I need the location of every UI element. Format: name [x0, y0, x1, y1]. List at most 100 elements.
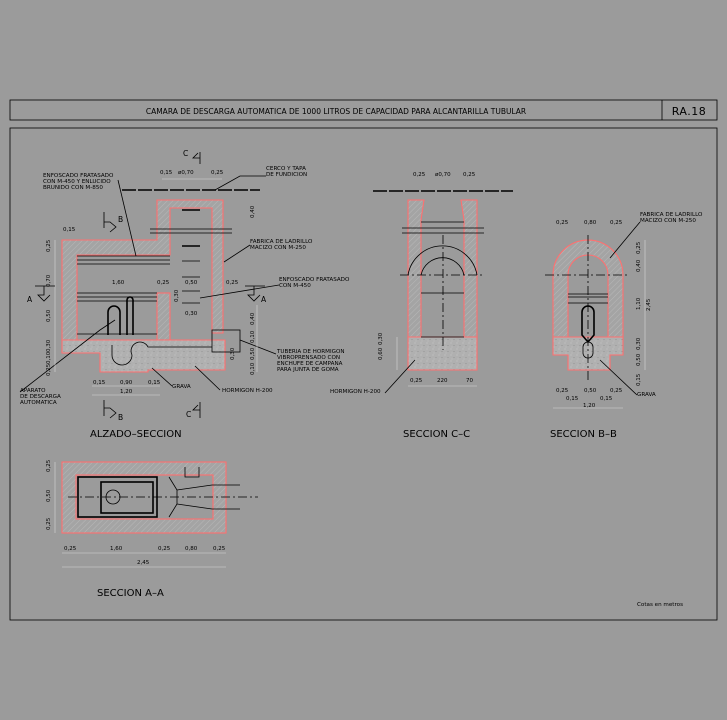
svg-text:0,15: 0,15	[93, 380, 106, 386]
svg-text:0,90: 0,90	[120, 380, 133, 386]
svg-text:70: 70	[466, 378, 473, 384]
svg-text:0,15: 0,15	[600, 396, 613, 402]
svg-text:1,10: 1,10	[636, 297, 642, 310]
svg-text:APARATO: APARATO	[20, 388, 46, 394]
inner-wall	[156, 292, 171, 341]
svg-text:0,30: 0,30	[378, 332, 384, 345]
svg-text:0,25: 0,25	[413, 172, 426, 178]
section-marker-c-bottom: C	[186, 402, 201, 419]
title-frame	[9, 99, 718, 121]
svg-text:0,25: 0,25	[556, 388, 569, 394]
label-grava-bb: GRAVA	[637, 392, 656, 398]
svg-text:0,15: 0,15	[160, 170, 173, 176]
svg-text:0,50: 0,50	[636, 353, 642, 366]
view-title-alzado: ALZADO–SECCION	[90, 429, 182, 440]
brick-wall	[61, 199, 224, 341]
label-hormigon: HORMIGON H-200	[222, 388, 273, 394]
svg-text:0,15: 0,15	[148, 380, 161, 386]
svg-text:0,25: 0,25	[157, 280, 170, 286]
title-block: CAMARA DE DESCARGA AUTOMATICA DE 1000 LI…	[9, 99, 718, 121]
svg-text:DE FUNDICION: DE FUNDICION	[266, 172, 307, 178]
section-marker-a-left: A	[27, 285, 55, 304]
svg-text:C: C	[186, 410, 191, 419]
svg-text:220: 220	[437, 378, 448, 384]
svg-text:CON M-450 Y ENLUCIDO: CON M-450 Y ENLUCIDO	[43, 179, 111, 185]
svg-text:0,25: 0,25	[64, 546, 77, 552]
svg-text:MACIZO CON M-250: MACIZO CON M-250	[640, 218, 696, 224]
section-marker-b-bottom: B	[103, 400, 123, 422]
svg-text:TUBERIA DE HORMIGON: TUBERIA DE HORMIGON	[276, 349, 345, 355]
svg-text:2,45: 2,45	[646, 298, 652, 311]
svg-text:0,10: 0,10	[250, 362, 256, 375]
svg-text:B: B	[118, 413, 123, 422]
svg-text:DE DESCARGA: DE DESCARGA	[20, 394, 61, 400]
svg-text:0,25: 0,25	[158, 546, 171, 552]
svg-text:0,40: 0,40	[250, 312, 256, 325]
svg-text:0,80: 0,80	[185, 546, 198, 552]
drawing-title: CAMARA DE DESCARGA AUTOMATICA DE 1000 LI…	[146, 107, 526, 116]
view-title-cc: SECCION C–C	[403, 429, 470, 440]
outlet-pipe	[111, 341, 212, 366]
svg-text:0,15: 0,15	[636, 373, 642, 386]
svg-text:0,15: 0,15	[566, 396, 579, 402]
svg-text:0,50: 0,50	[250, 347, 256, 360]
svg-text:0,25: 0,25	[46, 363, 52, 376]
svg-text:0,25: 0,25	[410, 378, 423, 384]
svg-text:ENCHUFE DE CAMPANA: ENCHUFE DE CAMPANA	[277, 361, 343, 367]
svg-text:0,25: 0,25	[610, 388, 623, 394]
svg-text:0,30: 0,30	[174, 289, 180, 302]
svg-text:0,40: 0,40	[250, 205, 256, 218]
svg-text:0,10: 0,10	[46, 351, 52, 364]
svg-text:CERCO Y TAPA: CERCO Y TAPA	[266, 166, 306, 172]
svg-text:BRUNIDO CON M-850: BRUNIDO CON M-850	[43, 185, 103, 191]
cc-concrete-base	[407, 336, 478, 371]
svg-text:0,25: 0,25	[226, 280, 239, 286]
section-marker-a-right: A	[245, 285, 267, 304]
svg-text:0,25: 0,25	[46, 517, 52, 530]
svg-text:2,45: 2,45	[137, 560, 150, 566]
svg-text:AUTOMATICA: AUTOMATICA	[20, 400, 57, 406]
svg-text:1,20: 1,20	[583, 403, 596, 409]
svg-text:0,25: 0,25	[46, 459, 52, 472]
svg-text:PARA JUNTA DE GOMA: PARA JUNTA DE GOMA	[277, 367, 339, 373]
svg-text:0,50: 0,50	[185, 280, 198, 286]
svg-text:ø0,70: ø0,70	[178, 170, 194, 176]
svg-text:CON M-450: CON M-450	[279, 283, 311, 289]
svg-text:0,25: 0,25	[610, 220, 623, 226]
view-title-aa: SECCION A–A	[97, 588, 164, 599]
drawing-frame	[9, 127, 718, 621]
svg-text:ø0,70: ø0,70	[435, 172, 451, 178]
svg-text:C: C	[183, 149, 188, 158]
svg-text:MACIZO CON M-250: MACIZO CON M-250	[250, 245, 306, 251]
svg-text:1,60: 1,60	[110, 546, 123, 552]
svg-text:FABRICA DE LADRILLO: FABRICA DE LADRILLO	[250, 239, 313, 245]
label-hormigon-cc: HORMIGON H-200	[330, 389, 381, 395]
svg-text:0,30: 0,30	[230, 347, 236, 360]
svg-text:0,80: 0,80	[584, 220, 597, 226]
svg-text:0,30: 0,30	[636, 337, 642, 350]
sheet-code: RA.18	[672, 105, 707, 118]
view-title-bb: SECCION B–B	[550, 429, 617, 440]
svg-text:A: A	[261, 295, 267, 304]
section-marker-c-top: C	[183, 149, 201, 164]
svg-text:0,25: 0,25	[556, 220, 569, 226]
svg-text:0,25: 0,25	[636, 241, 642, 254]
svg-text:1,20: 1,20	[120, 389, 133, 395]
svg-text:0,30: 0,30	[46, 339, 52, 352]
svg-text:0,25: 0,25	[213, 546, 226, 552]
svg-text:0,60: 0,60	[378, 347, 384, 360]
svg-text:ENFOSCADO FRATASADO: ENFOSCADO FRATASADO	[279, 277, 350, 283]
svg-text:0,50: 0,50	[46, 489, 52, 502]
units-note: Cotas en metros	[637, 602, 683, 608]
